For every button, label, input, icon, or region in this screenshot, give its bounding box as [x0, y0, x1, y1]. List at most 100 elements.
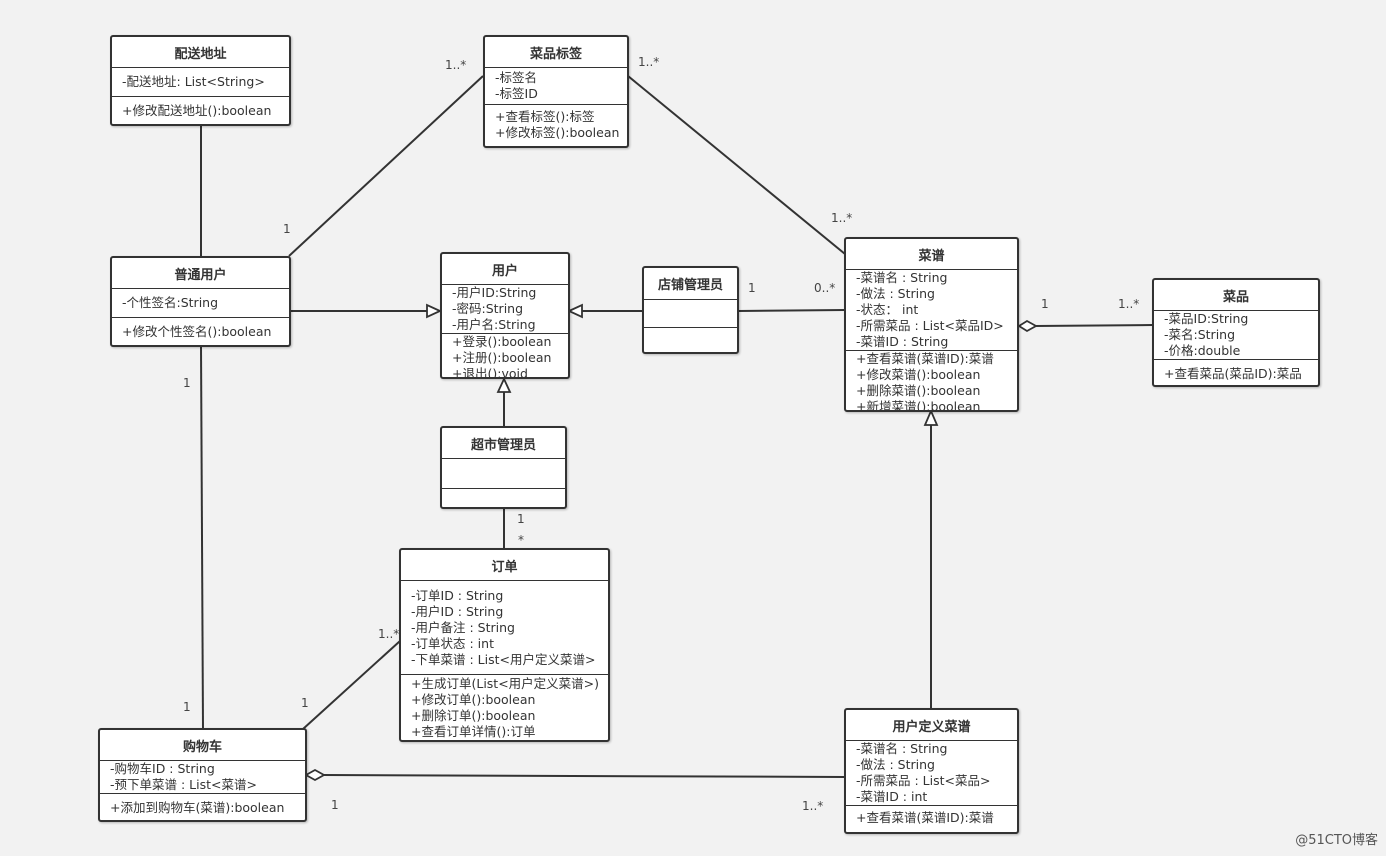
- operation: +查看菜品(菜品ID):菜品: [1164, 366, 1302, 381]
- class-dish-tag[interactable]: 菜品标签 -标签名 -标签ID +查看标签():标签 +修改标签():boole…: [483, 35, 629, 148]
- class-name: 普通用户: [112, 258, 289, 289]
- class-name: 购物车: [100, 730, 305, 761]
- operation: +删除菜谱():boolean: [856, 383, 981, 398]
- attribute: -配送地址: List<String>: [122, 74, 265, 89]
- arrowhead-normaluser-user: [426, 303, 443, 319]
- multiplicity-label: 1..*: [378, 627, 400, 641]
- diamond-recipe-dish: [1017, 319, 1038, 333]
- multiplicity-label: 1: [1041, 297, 1049, 311]
- operation: +退出():void: [452, 366, 528, 379]
- operation: +修改配送地址():boolean: [122, 103, 272, 118]
- attribute: -菜谱ID : int: [856, 789, 928, 804]
- assoc-cart-order: [302, 640, 401, 730]
- multiplicity-label: 1..*: [638, 55, 660, 69]
- assoc-tag-recipe: [627, 75, 846, 255]
- empty-attributes: [644, 300, 737, 328]
- attribute: -下单菜谱 : List<用户定义菜谱>: [411, 652, 596, 667]
- multiplicity-label: 1: [748, 281, 756, 295]
- attribute: -价格:double: [1164, 343, 1241, 358]
- operation: +查看菜谱(菜谱ID):菜谱: [856, 351, 994, 366]
- assoc-storeadmin-recipe: [737, 309, 846, 312]
- operation: +新增菜谱():boolean: [856, 399, 981, 412]
- class-recipe[interactable]: 菜谱 -菜谱名 : String -做法 : String -状态： int -…: [844, 237, 1019, 412]
- operation: +查看订单详情():订单: [411, 724, 536, 739]
- class-delivery-address[interactable]: 配送地址 -配送地址: List<String> +修改配送地址():boole…: [110, 35, 291, 126]
- class-market-admin[interactable]: 超市管理员: [440, 426, 567, 509]
- multiplicity-label: 1: [283, 222, 291, 236]
- attribute: -用户备注 : String: [411, 620, 515, 635]
- multiplicity-label: 1..*: [445, 58, 467, 72]
- empty-operations: [644, 328, 737, 352]
- multiplicity-label: 1: [301, 696, 309, 710]
- attribute: -标签ID: [495, 86, 538, 101]
- class-name: 超市管理员: [442, 428, 565, 459]
- attribute: -购物车ID : String: [110, 761, 215, 776]
- attribute: -密码:String: [452, 301, 524, 316]
- multiplicity-label: 1: [331, 798, 339, 812]
- arrowhead-marketadmin-user: [496, 376, 512, 393]
- operation: +修改菜谱():boolean: [856, 367, 981, 382]
- attribute: -订单状态 : int: [411, 636, 494, 651]
- attribute: -菜谱名 : String: [856, 270, 948, 285]
- multiplicity-label: 1..*: [802, 799, 824, 813]
- aggregation-cart-userrecipe: [322, 774, 846, 778]
- attribute: -所需菜品 : List<菜品>: [856, 773, 991, 788]
- attribute: -用户名:String: [452, 317, 536, 332]
- attribute: -所需菜品 : List<菜品ID>: [856, 318, 1004, 333]
- operation: +登录():boolean: [452, 334, 552, 349]
- class-name: 店铺管理员: [644, 268, 737, 300]
- class-name: 菜谱: [846, 239, 1017, 270]
- class-name: 用户: [442, 254, 568, 285]
- class-user-defined-recipe[interactable]: 用户定义菜谱 -菜谱名 : String -做法 : String -所需菜品 …: [844, 708, 1019, 834]
- attribute: -预下单菜谱 : List<菜谱>: [110, 777, 257, 792]
- arrowhead-userrecipe-recipe: [923, 408, 939, 426]
- class-normal-user[interactable]: 普通用户 -个性签名:String +修改个性签名():boolean: [110, 256, 291, 347]
- attribute: -标签名: [495, 70, 538, 85]
- class-name: 配送地址: [112, 37, 289, 68]
- operation: +删除订单():boolean: [411, 708, 536, 723]
- aggregation-recipe-dish: [1034, 324, 1154, 327]
- empty-operations: [442, 489, 565, 507]
- attribute: -菜谱ID : String: [856, 334, 949, 349]
- multiplicity-label: 1..*: [831, 211, 853, 225]
- multiplicity-label: 1: [183, 376, 191, 390]
- assoc-user-tag: [288, 75, 484, 257]
- class-store-admin[interactable]: 店铺管理员: [642, 266, 739, 354]
- attribute: -用户ID : String: [411, 604, 504, 619]
- multiplicity-label: 0..*: [814, 281, 836, 295]
- operation: +修改标签():boolean: [495, 125, 620, 140]
- class-cart[interactable]: 购物车 -购物车ID : String -预下单菜谱 : List<菜谱> +添…: [98, 728, 307, 822]
- attribute: -菜品ID:String: [1164, 311, 1249, 326]
- multiplicity-label: *: [518, 533, 524, 547]
- attribute: -做法 : String: [856, 757, 935, 772]
- operation: +修改个性签名():boolean: [122, 324, 272, 339]
- class-name: 菜品: [1154, 280, 1318, 311]
- multiplicity-label: 1: [517, 512, 525, 526]
- class-order[interactable]: 订单 -订单ID : String -用户ID : String -用户备注 :…: [399, 548, 610, 742]
- class-dish[interactable]: 菜品 -菜品ID:String -菜名:String -价格:double +查…: [1152, 278, 1320, 387]
- class-name: 订单: [401, 550, 608, 581]
- assoc-user-cart: [200, 345, 204, 730]
- operation: +添加到购物车(菜谱):boolean: [110, 800, 285, 815]
- empty-attributes: [442, 459, 565, 489]
- operation: +注册():boolean: [452, 350, 552, 365]
- class-name: 用户定义菜谱: [846, 710, 1017, 741]
- diamond-cart-userrecipe: [304, 768, 326, 782]
- multiplicity-label: 1..*: [1118, 297, 1140, 311]
- attribute: -用户ID:String: [452, 285, 537, 300]
- attribute: -订单ID : String: [411, 588, 504, 603]
- attribute: -状态： int: [856, 302, 919, 317]
- operation: +修改订单():boolean: [411, 692, 536, 707]
- attribute: -个性签名:String: [122, 295, 219, 310]
- attribute: -菜谱名 : String: [856, 741, 948, 756]
- operation: +查看标签():标签: [495, 109, 595, 124]
- watermark: @51CTO博客: [1295, 833, 1378, 848]
- attribute: -做法 : String: [856, 286, 935, 301]
- arrowhead-storeadmin-user: [566, 303, 583, 319]
- operation: +生成订单(List<用户定义菜谱>): [411, 676, 600, 691]
- class-user[interactable]: 用户 -用户ID:String -密码:String -用户名:String +…: [440, 252, 570, 379]
- operation: +查看菜谱(菜谱ID):菜谱: [856, 810, 994, 825]
- attribute: -菜名:String: [1164, 327, 1236, 342]
- multiplicity-label: 1: [183, 700, 191, 714]
